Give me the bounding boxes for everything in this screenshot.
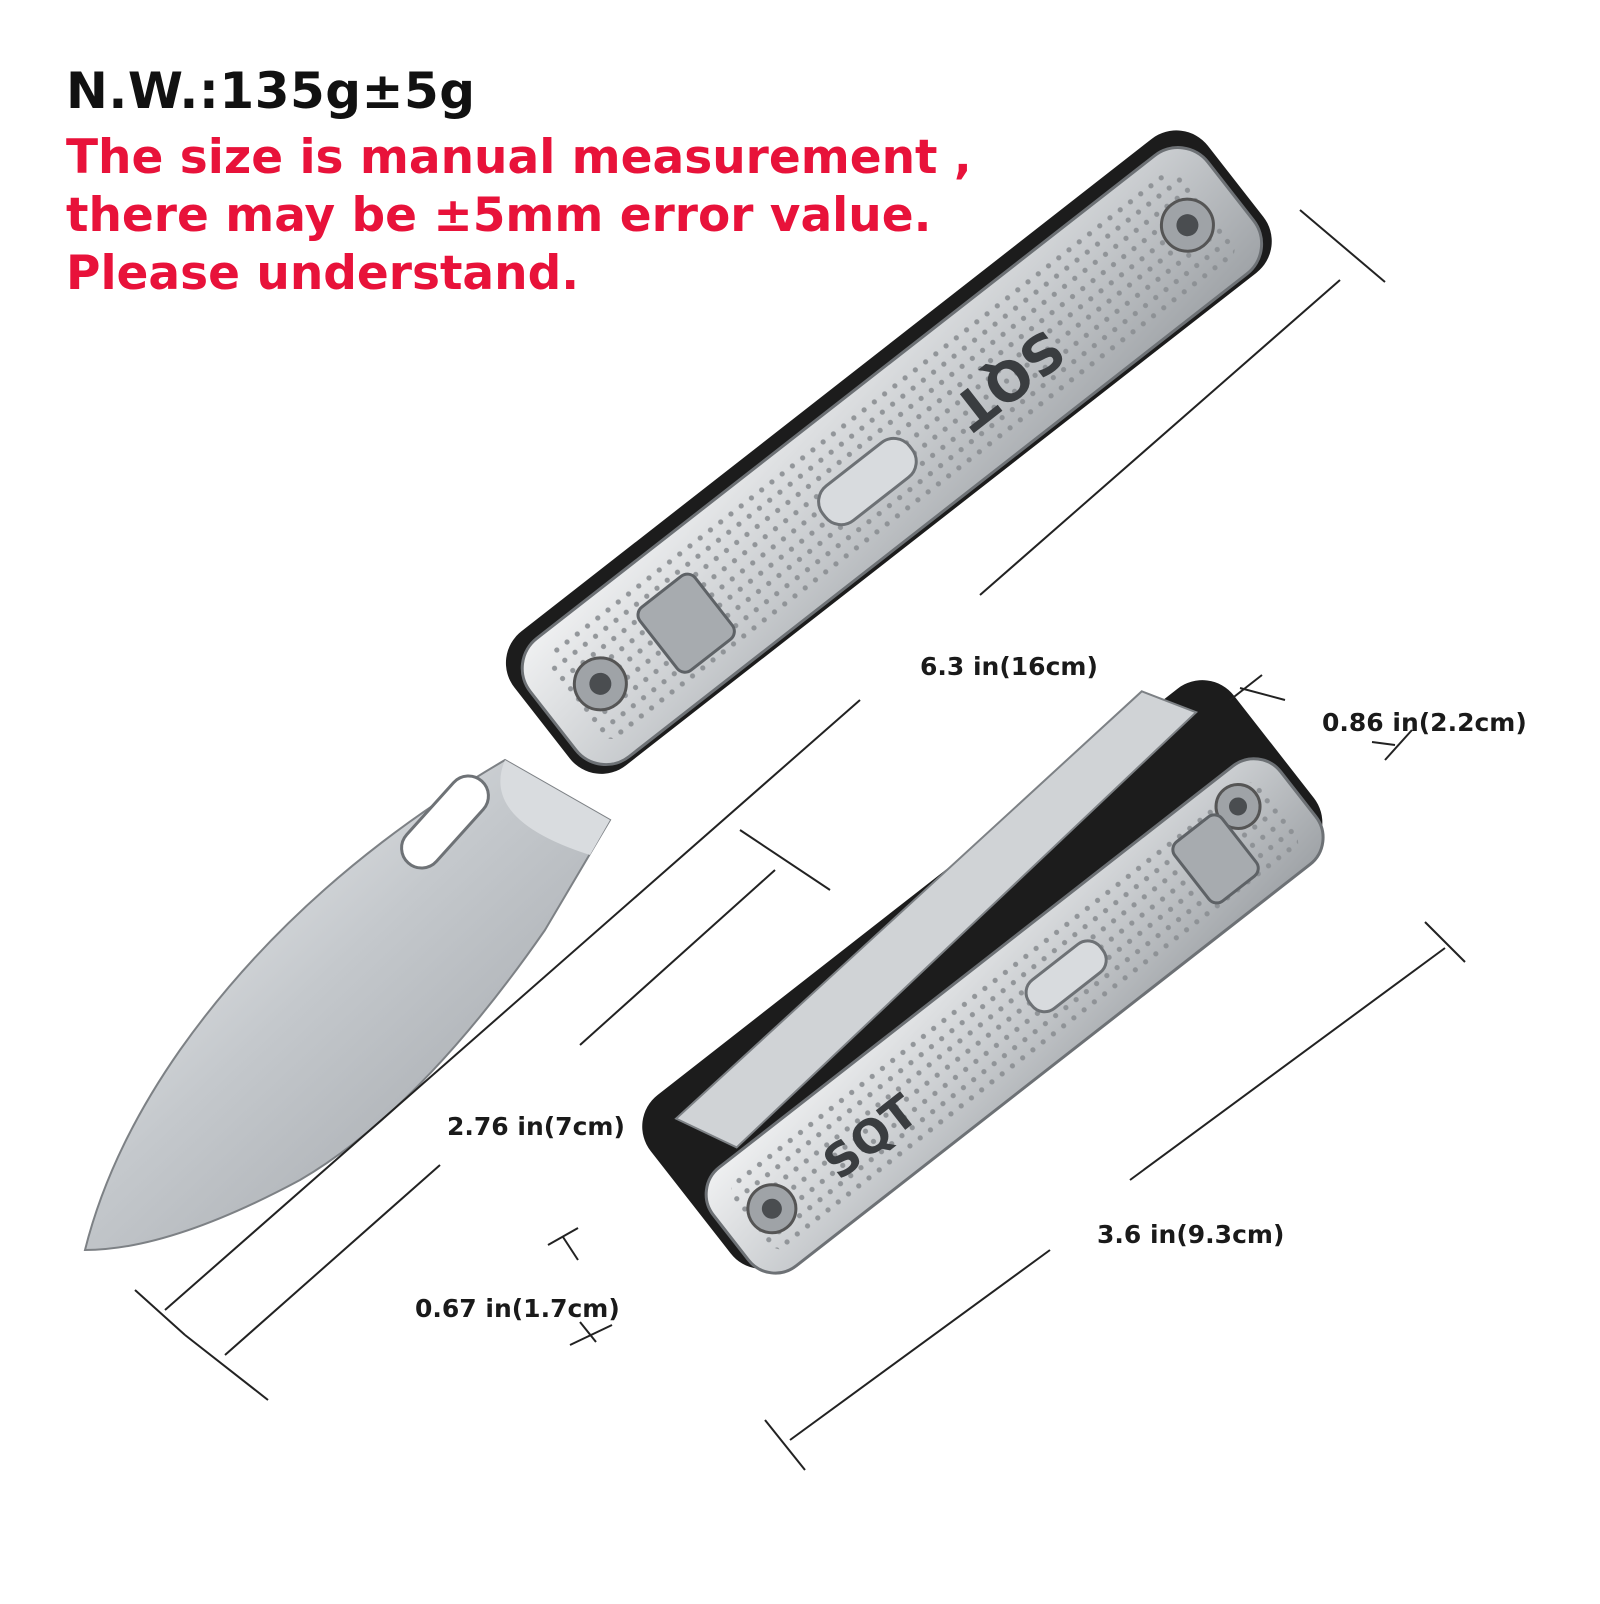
- handle-screw: [1159, 197, 1215, 253]
- blade-length-label: 2.76 in(7cm): [447, 1112, 625, 1141]
- measurement-notice-line-1: The size is manual measurement ,: [66, 130, 972, 185]
- handle-screw: [746, 1183, 798, 1235]
- blade-thumb-hole: [400, 774, 490, 870]
- measurement-notice-line-3: Please understand.: [66, 246, 580, 301]
- closed-knife: SQT: [642, 680, 1325, 1275]
- handle-screw: [572, 656, 628, 712]
- dimension-lines: [134, 209, 1466, 1471]
- knife-blade: [83, 758, 612, 1252]
- net-weight-text: N.W.:135g±5g: [66, 62, 476, 120]
- closed-length-label: 3.6 in(9.3cm): [1097, 1220, 1285, 1249]
- measurement-notice-line-2: there may be ±5mm error value.: [66, 188, 932, 243]
- width-label: 0.67 in(1.7cm): [415, 1294, 620, 1323]
- lock-slider: [1171, 813, 1260, 905]
- total-length-label: 6.3 in(16cm): [920, 652, 1098, 681]
- open-knife: SQT: [83, 130, 1272, 1252]
- lock-slider: [636, 572, 736, 674]
- thickness-label: 0.86 in(2.2cm): [1322, 708, 1527, 737]
